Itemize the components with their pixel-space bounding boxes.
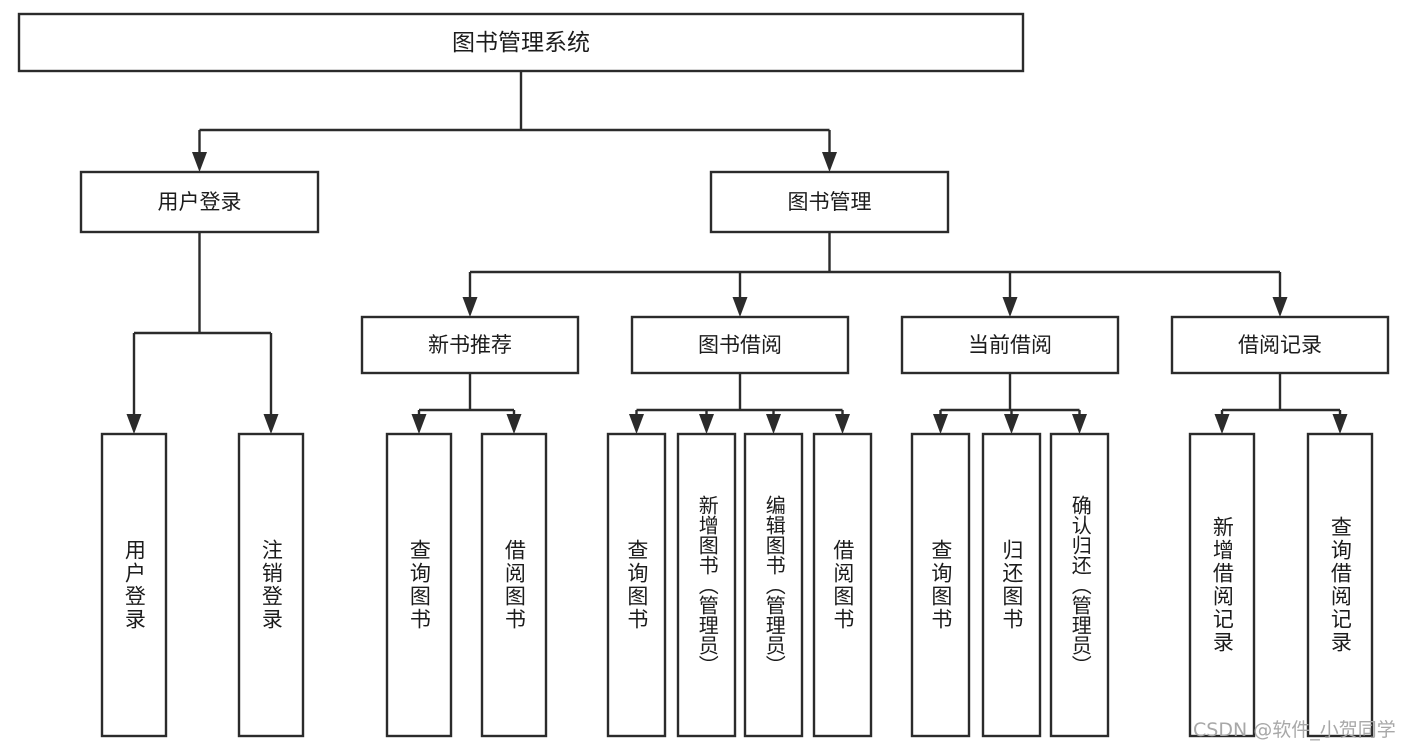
- node-box-leaf-user-login[interactable]: [100, 432, 168, 738]
- arrowhead-leaf-borrow-book-2: [835, 414, 850, 434]
- node-leaf-logout[interactable]: [237, 432, 305, 738]
- node-leaf-query-record[interactable]: [1306, 432, 1374, 738]
- node-leaf-confirm-return[interactable]: [1049, 432, 1110, 738]
- node-box-leaf-edit-book[interactable]: [743, 432, 804, 738]
- node-leaf-return-book[interactable]: [981, 432, 1042, 738]
- node-box-leaf-return-book[interactable]: [981, 432, 1042, 738]
- arrowhead-leaf-edit-book: [766, 414, 781, 434]
- arrowhead-leaf-query-record: [1332, 414, 1348, 434]
- node-leaf-add-book[interactable]: [676, 432, 737, 738]
- arrowhead-new-book-rec: [462, 297, 478, 317]
- arrowhead-current-borrow: [1002, 297, 1018, 317]
- arrowhead-leaf-user-login: [126, 414, 142, 434]
- node-borrow-record[interactable]: 借阅记录: [1170, 315, 1390, 375]
- arrowhead-leaf-confirm-return: [1072, 414, 1087, 434]
- node-label-current-borrow: 当前借阅: [968, 333, 1052, 357]
- node-current-borrow[interactable]: 当前借阅: [900, 315, 1120, 375]
- node-box-borrow-record[interactable]: [1170, 315, 1390, 375]
- node-leaf-query-book-1[interactable]: [385, 432, 453, 738]
- node-box-leaf-query-record[interactable]: [1306, 432, 1374, 738]
- node-box-leaf-query-book-3[interactable]: [910, 432, 971, 738]
- node-label-book-borrow: 图书借阅: [698, 333, 782, 357]
- node-leaf-borrow-book-1[interactable]: [480, 432, 548, 738]
- arrowhead-leaf-borrow-book-1: [506, 414, 522, 434]
- node-new-book-rec[interactable]: 新书推荐: [360, 315, 580, 375]
- node-box-leaf-logout[interactable]: [237, 432, 305, 738]
- node-label-new-book-rec: 新书推荐: [428, 333, 512, 357]
- node-root[interactable]: 图书管理系统: [17, 12, 1025, 73]
- arrowhead-user-login: [192, 152, 207, 172]
- node-leaf-query-book-3[interactable]: [910, 432, 971, 738]
- node-box-book-borrow[interactable]: [630, 315, 850, 375]
- arrowhead-leaf-logout: [263, 414, 279, 434]
- node-user-login[interactable]: 用户登录: [79, 170, 320, 234]
- node-box-book-manage[interactable]: [709, 170, 950, 234]
- node-leaf-borrow-book-2[interactable]: [812, 432, 873, 738]
- node-box-leaf-confirm-return[interactable]: [1049, 432, 1110, 738]
- node-box-leaf-add-record[interactable]: [1188, 432, 1256, 738]
- node-box-leaf-borrow-book-2[interactable]: [812, 432, 873, 738]
- node-box-leaf-query-book-2[interactable]: [606, 432, 667, 738]
- node-book-manage[interactable]: 图书管理: [709, 170, 950, 234]
- arrowhead-leaf-add-book: [699, 414, 714, 434]
- node-leaf-edit-book[interactable]: [743, 432, 804, 738]
- arrowhead-borrow-record: [1272, 297, 1288, 317]
- node-label-root: 图书管理系统: [452, 30, 590, 56]
- arrowhead-leaf-query-book-1: [411, 414, 427, 434]
- arrowhead-book-borrow: [732, 297, 748, 317]
- node-label-borrow-record: 借阅记录: [1238, 333, 1322, 357]
- arrowhead-leaf-add-record: [1214, 414, 1230, 434]
- node-box-leaf-query-book-1[interactable]: [385, 432, 453, 738]
- node-box-current-borrow[interactable]: [900, 315, 1120, 375]
- node-box-leaf-borrow-book-1[interactable]: [480, 432, 548, 738]
- node-label-book-manage: 图书管理: [788, 190, 872, 214]
- arrowhead-book-manage: [822, 152, 837, 172]
- arrowhead-leaf-query-book-2: [629, 414, 644, 434]
- node-leaf-user-login[interactable]: [100, 432, 168, 738]
- connector-edges-group: [126, 71, 1348, 434]
- node-box-new-book-rec[interactable]: [360, 315, 580, 375]
- arrowhead-leaf-return-book: [1004, 414, 1019, 434]
- node-box-leaf-add-book[interactable]: [676, 432, 737, 738]
- node-label-user-login: 用户登录: [158, 190, 242, 214]
- node-leaf-query-book-2[interactable]: [606, 432, 667, 738]
- csdn-watermark: CSDN @软件_小贺同学: [1193, 719, 1396, 741]
- node-box-user-login[interactable]: [79, 170, 320, 234]
- node-box-root[interactable]: [17, 12, 1025, 73]
- arrowhead-leaf-query-book-3: [933, 414, 948, 434]
- node-book-borrow[interactable]: 图书借阅: [630, 315, 850, 375]
- node-leaf-add-record[interactable]: [1188, 432, 1256, 738]
